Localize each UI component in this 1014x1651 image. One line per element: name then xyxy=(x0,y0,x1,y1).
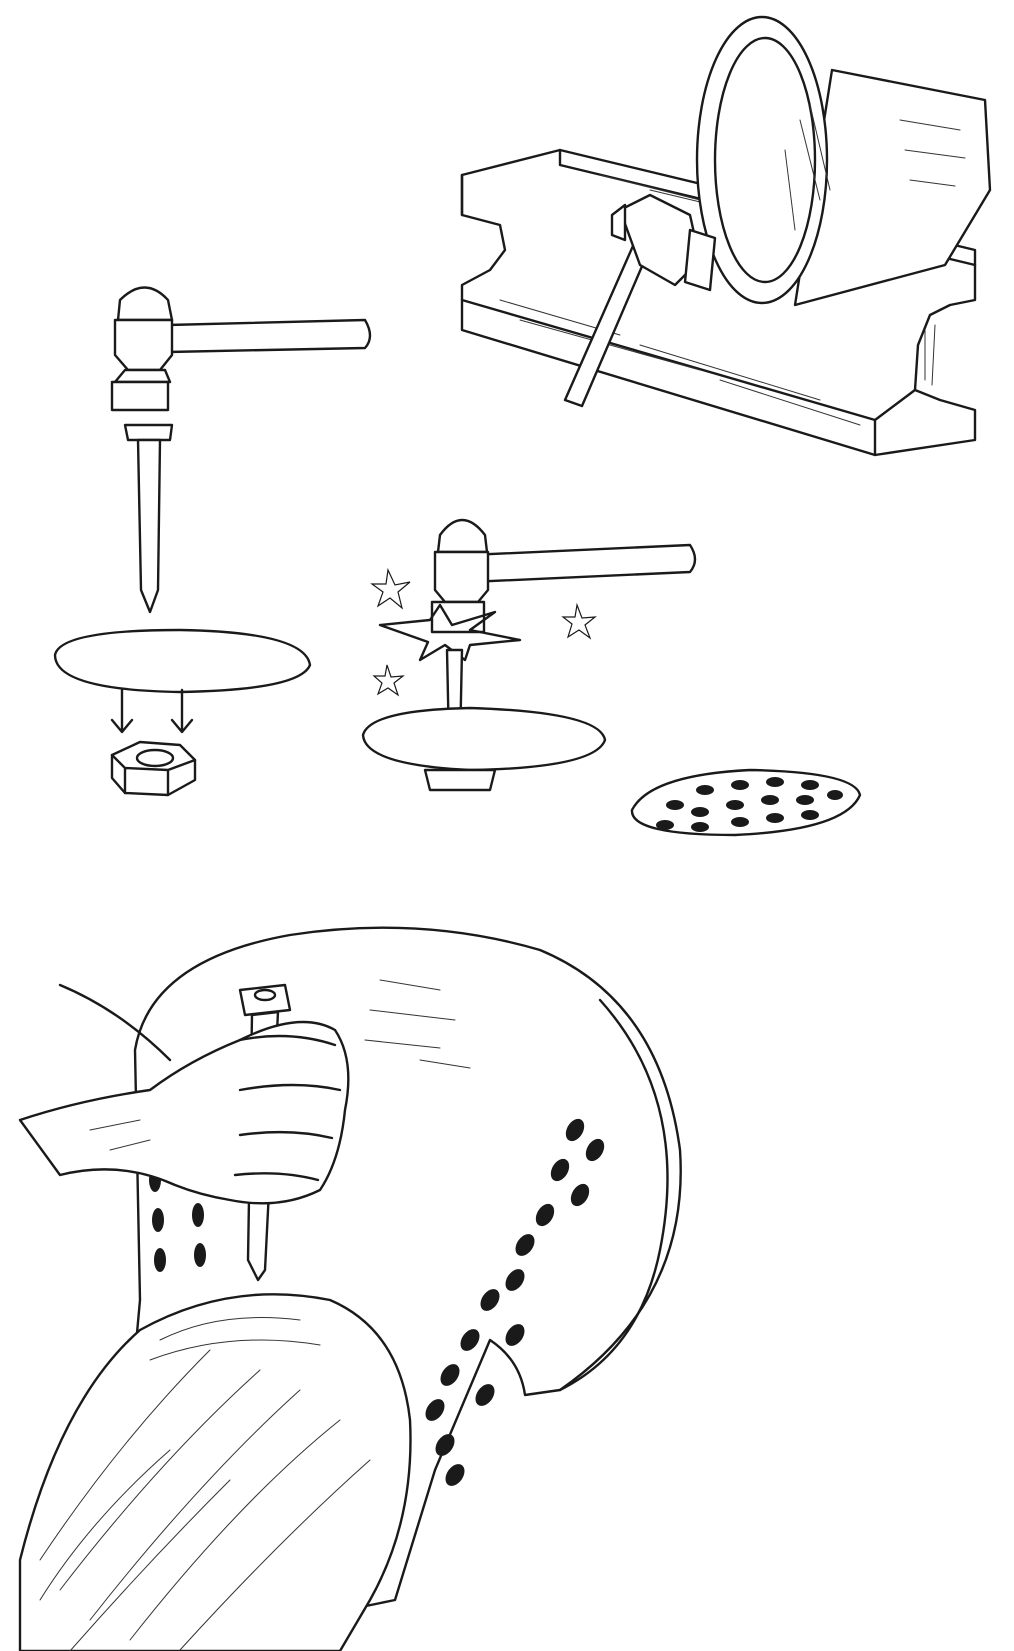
scene-punching-hole xyxy=(363,520,695,790)
perforated-disc xyxy=(632,770,860,835)
hammer-left xyxy=(112,288,370,411)
arrows-down xyxy=(112,690,192,732)
scene-hammer-nail-disc xyxy=(55,288,370,796)
metal-disc-middle xyxy=(363,708,605,790)
scene-flatten-can-on-rail xyxy=(462,17,990,455)
scene-hand-punching-sheet xyxy=(20,928,681,1651)
hammer-middle xyxy=(432,520,695,632)
nail-left xyxy=(125,425,172,612)
metal-disc-left xyxy=(55,630,310,692)
tin-can xyxy=(697,17,990,305)
wooden-log xyxy=(20,1294,411,1651)
hex-nut xyxy=(112,742,195,795)
